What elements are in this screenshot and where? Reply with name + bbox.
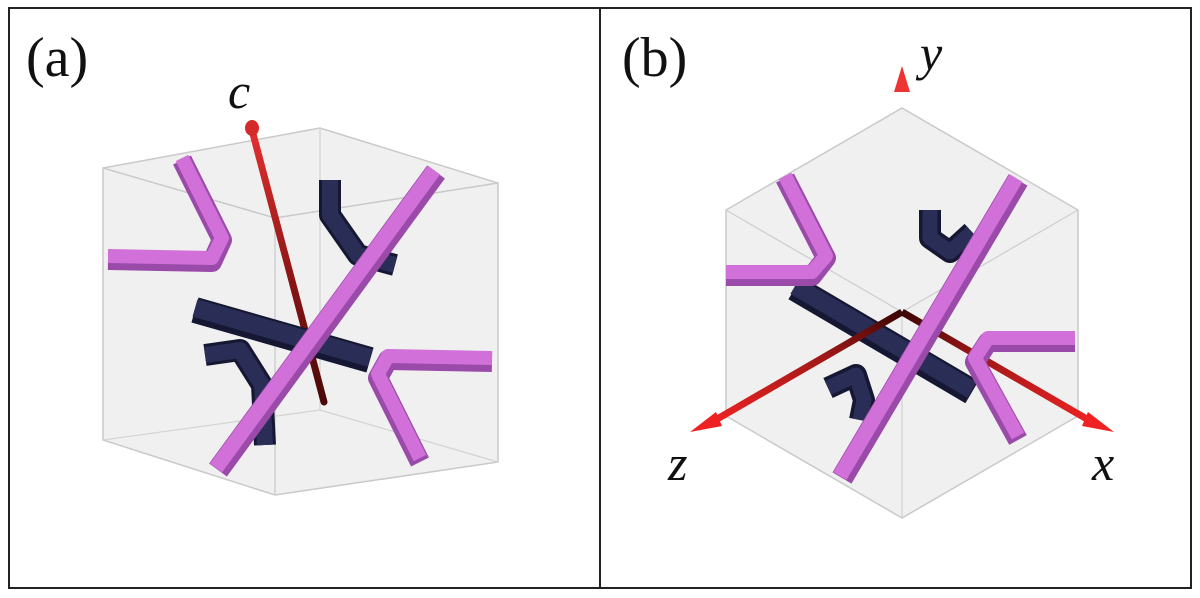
z-axis [690,308,904,432]
x-axis-label: x [1091,435,1114,491]
navy-long-bar-b [788,276,979,404]
panel-b-label: (b) [622,27,687,89]
navy-long-bar-a [191,297,374,373]
navy-bars-b [823,210,980,423]
y-axis-label: y [915,25,943,81]
pink-bars-b [726,172,1075,484]
c-axis-label: c [228,63,250,119]
panel-a-label: (a) [26,27,88,89]
z-axis-label: z [667,435,687,491]
panel-a: (a) c [26,27,499,496]
panel-b: (b) y z [622,25,1114,519]
pink-bars-a [107,154,493,477]
y-axis [894,66,910,312]
